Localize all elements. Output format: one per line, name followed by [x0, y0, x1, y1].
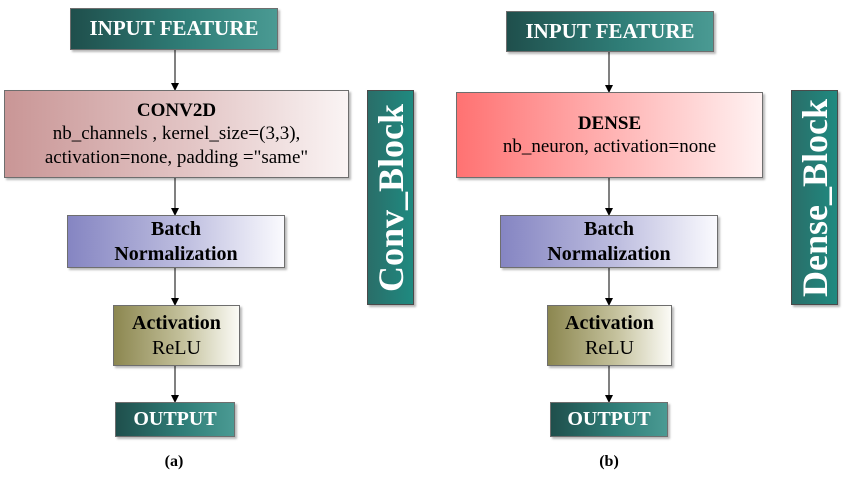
b-output-label: OUTPUT — [567, 408, 651, 431]
a-conv2d-title: CONV2D — [136, 100, 217, 122]
b-input-feature-box: INPUT FEATURE — [506, 11, 714, 52]
a-activation-title: Activation — [132, 312, 221, 335]
a-normalization-label: Normalization — [114, 242, 238, 265]
b-batch-label: Batch — [584, 218, 634, 241]
b-batch-normalization-box: Batch Normalization — [500, 215, 718, 268]
b-normalization-label: Normalization — [547, 242, 671, 265]
a-conv-block-text: Conv_Block — [370, 103, 411, 292]
b-caption: (b) — [599, 453, 619, 470]
a-conv2d-params-line1: nb_channels , kernel_size=(3,3), — [52, 123, 301, 145]
a-activation-value: ReLU — [152, 336, 201, 359]
b-output-box: OUTPUT — [550, 402, 668, 437]
a-activation-box: Activation ReLU — [113, 305, 240, 366]
b-activation-title: Activation — [565, 312, 654, 335]
a-output-box: OUTPUT — [115, 402, 235, 437]
b-dense-block-label: Dense_Block — [791, 90, 838, 305]
b-input-feature-label: INPUT FEATURE — [525, 18, 695, 43]
b-dense-params: nb_neuron, activation=none — [502, 136, 717, 157]
b-dense-title: DENSE — [577, 112, 642, 134]
a-conv2d-params-line2: activation=none, padding ="same" — [44, 146, 309, 168]
b-activation-value: ReLU — [585, 336, 634, 359]
a-input-feature-box: INPUT FEATURE — [70, 8, 278, 50]
b-dense-block-text: Dense_Block — [794, 98, 835, 297]
a-batch-normalization-box: Batch Normalization — [67, 215, 285, 268]
a-caption: (a) — [164, 453, 184, 470]
a-output-label: OUTPUT — [133, 408, 217, 431]
a-conv-block-label: Conv_Block — [367, 90, 414, 305]
b-dense-box: DENSE nb_neuron, activation=none — [456, 92, 763, 178]
a-input-feature-label: INPUT FEATURE — [89, 16, 259, 41]
b-activation-box: Activation ReLU — [547, 305, 672, 366]
a-conv2d-box: CONV2D nb_channels , kernel_size=(3,3), … — [4, 90, 349, 178]
a-batch-label: Batch — [151, 218, 201, 241]
